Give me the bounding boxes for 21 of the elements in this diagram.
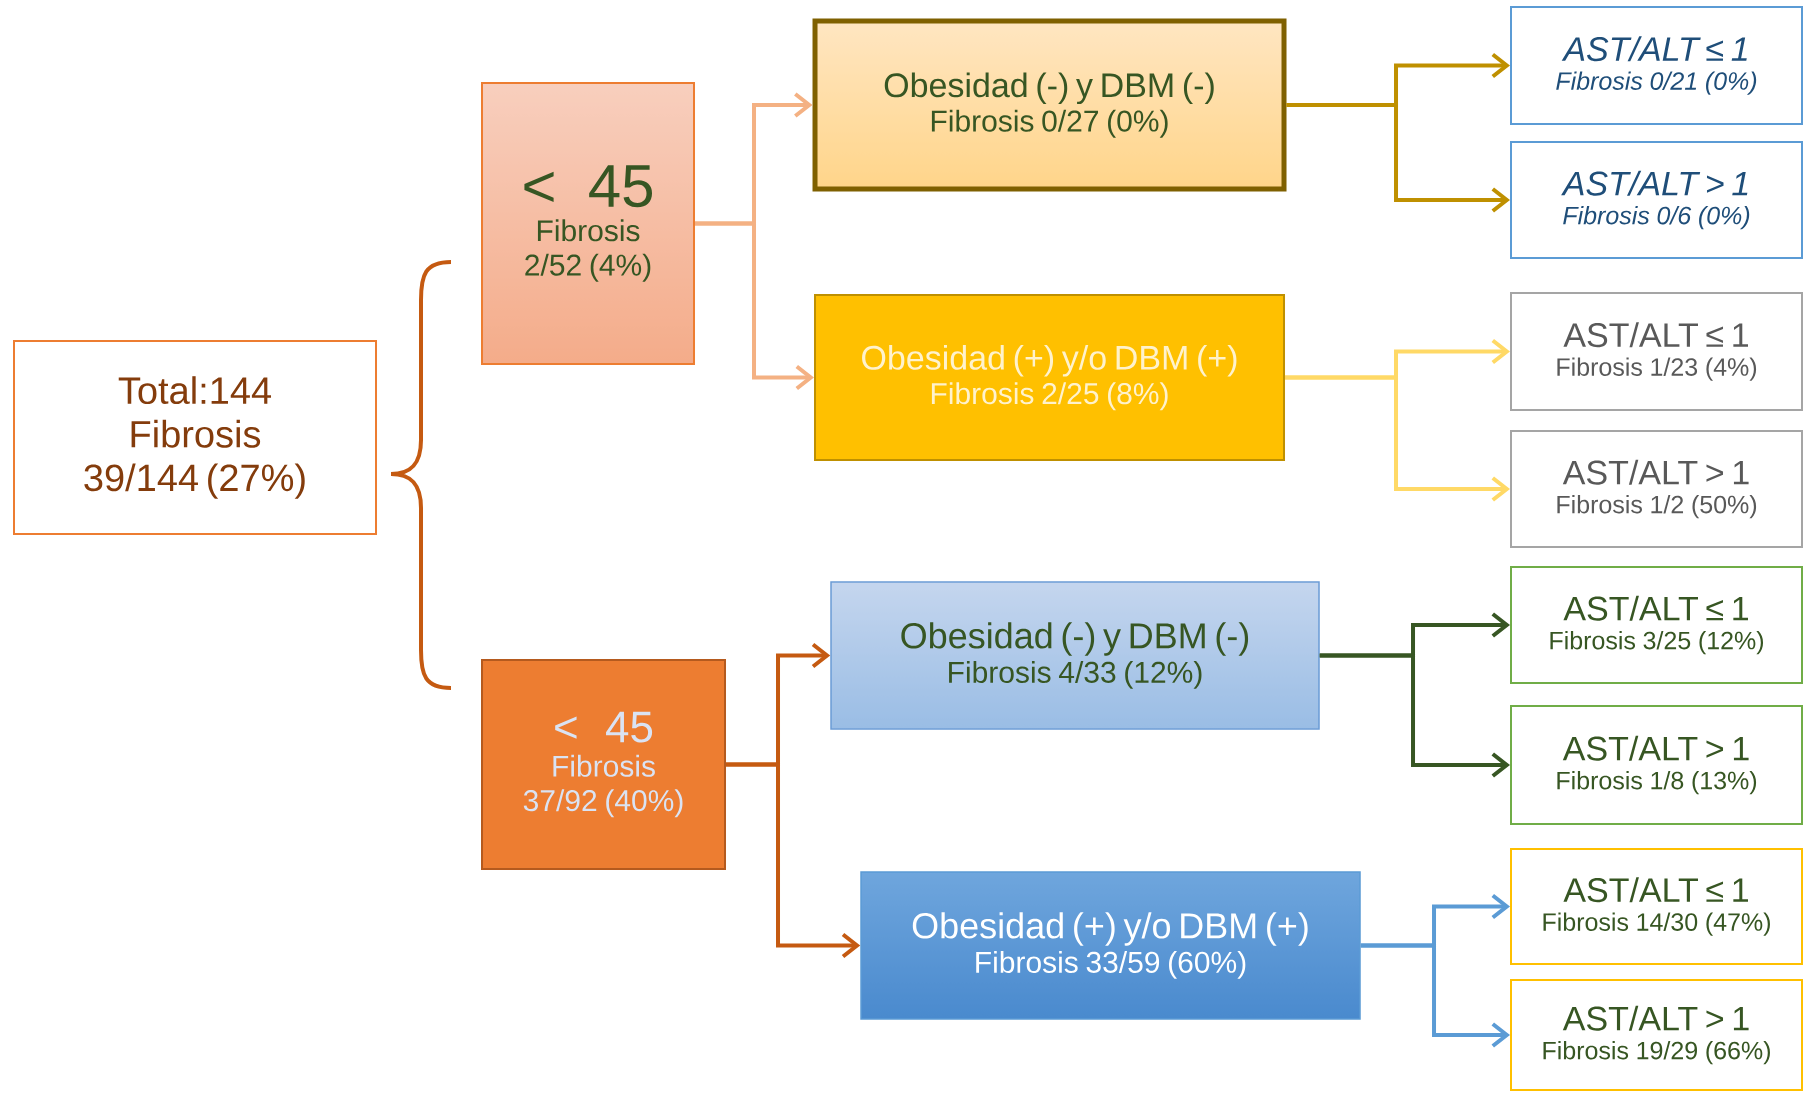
result-box: AST/ALT ≤ 1 Fibrosis 3/25 (12%) bbox=[1510, 566, 1803, 684]
result-box: AST/ALT ≤ 1 Fibrosis 0/21 (0%) bbox=[1510, 6, 1803, 125]
result-box: AST/ALT > 1 Fibrosis 1/2 (50%) bbox=[1510, 430, 1803, 548]
arrow bbox=[726, 762, 861, 959]
result-box: AST/ALT ≤ 1 Fibrosis 14/30 (47%) bbox=[1510, 848, 1803, 965]
age-box: < 45 Fibrosis 37/92 (40%) bbox=[481, 659, 726, 870]
arrow bbox=[695, 221, 814, 391]
arrow bbox=[1286, 103, 1510, 213]
group-box: Obesidad (-) y DBM (-) Fibrosis 4/33 (12%) bbox=[830, 581, 1320, 730]
group-box: Obesidad (+) y/o DBM (+) Fibrosis 2/25 (8%) bbox=[814, 294, 1285, 461]
arrow bbox=[1319, 653, 1510, 778]
group-box: Obesidad (-) y DBM (-) Fibrosis 0/27 (0%) bbox=[812, 18, 1287, 192]
result-box: AST/ALT > 1 Fibrosis 0/6 (0%) bbox=[1510, 141, 1803, 259]
age-box: < 45 Fibrosis 2/52 (4%) bbox=[481, 82, 695, 365]
group-box: Obesidad (+) y/o DBM (+) Fibrosis 33/59 (60%) bbox=[860, 871, 1361, 1020]
arrow bbox=[1285, 375, 1510, 502]
result-box: AST/ALT ≤ 1 Fibrosis 1/23 (4%) bbox=[1510, 292, 1803, 411]
total-box: Total:144 Fibrosis 39/144 (27%) bbox=[13, 340, 377, 535]
result-box: AST/ALT > 1 Fibrosis 1/8 (13%) bbox=[1510, 705, 1803, 825]
arrow bbox=[1360, 943, 1510, 1048]
result-box: AST/ALT > 1 Fibrosis 19/29 (66%) bbox=[1510, 979, 1803, 1091]
